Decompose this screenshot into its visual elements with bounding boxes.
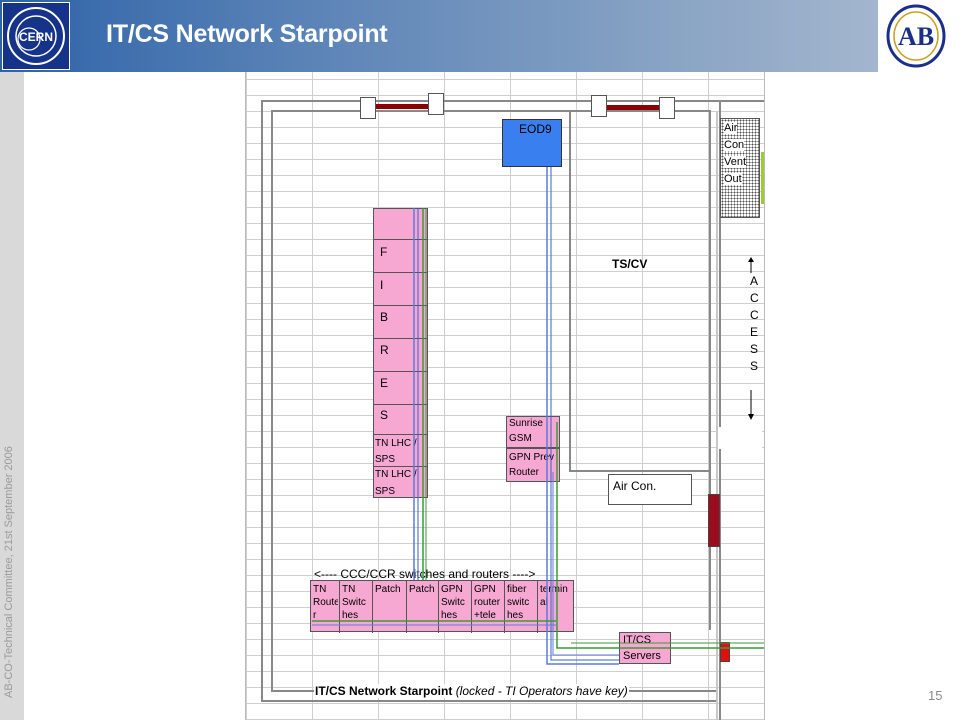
access-letter: A: [750, 274, 759, 288]
rack-divider: [373, 305, 428, 306]
access-arrow-down-icon: [746, 390, 756, 420]
caption-bold: IT/CS Network Starpoint: [315, 684, 453, 698]
cern-logo: CERN: [2, 2, 70, 70]
rack-divider: [373, 338, 428, 339]
floor-plan-diagram: EOD9 Air Con Vent Out TS/CV A C C E S S …: [245, 72, 765, 720]
wall-bottom: [261, 700, 716, 702]
rack-divider: [373, 434, 428, 435]
wall-left-inner: [271, 110, 273, 692]
fibres-letter: S: [380, 408, 389, 422]
blue-cable: [552, 472, 619, 656]
door-frame: [360, 97, 376, 119]
blue-cable: [550, 167, 619, 661]
tn-lhc-sps-label: TN LHC /: [375, 469, 417, 480]
tscv-room-wall-h: [569, 470, 711, 472]
green-cable: [556, 422, 764, 649]
fibres-letter: E: [380, 376, 389, 390]
slide-header: CERN IT/CS Network Starpoint AB: [0, 0, 960, 72]
page-number: 15: [928, 688, 943, 703]
access-letter: S: [750, 359, 759, 373]
door-right: [607, 105, 659, 110]
vent-label-line: Con: [724, 139, 745, 151]
wall-top: [261, 100, 764, 102]
door-post: [718, 427, 762, 449]
rack-divider: [373, 239, 428, 240]
access-arrow-up-icon: [746, 257, 756, 273]
rack-divider: [373, 466, 428, 467]
ts-cv-label: TS/CV: [612, 257, 648, 271]
vent-label-line: Out: [724, 173, 742, 185]
wall-right-c: [716, 112, 718, 720]
wall-right-a: [709, 110, 711, 630]
blue-cable: [546, 167, 619, 665]
tscv-room-wall-v: [569, 112, 571, 472]
tn-lhc-sps-label: SPS: [375, 486, 396, 497]
vent-label-line: Air: [724, 122, 738, 134]
ccc-cell: Patch: [373, 581, 407, 633]
gpn-prev-label: GPN Prev: [509, 452, 555, 463]
ab-logo: AB: [878, 0, 960, 72]
wall-right-b: [719, 100, 721, 720]
fibres-letter: F: [380, 245, 388, 259]
door-frame: [591, 95, 607, 117]
fibres-letter: R: [380, 343, 389, 357]
cern-logo-text: CERN: [19, 30, 53, 44]
vent-label-line: Vent: [724, 156, 747, 168]
wall-left: [261, 100, 263, 700]
caption-italic: (locked - TI Operators have key): [455, 684, 628, 698]
red-cabinet: [708, 494, 720, 547]
tn-lhc-sps-label: TN LHC /: [375, 438, 417, 449]
sunrise-label: Sunrise: [509, 418, 543, 429]
fibres-letter: B: [380, 310, 389, 324]
rack-divider: [373, 371, 428, 372]
door-left: [376, 104, 428, 109]
eod9-label: EOD9: [519, 122, 552, 136]
starpoint-caption: IT/CS Network Starpoint (locked - TI Ope…: [314, 684, 629, 698]
ccc-ccr-header: <---- CCC/CCR switches and routers ---->: [314, 567, 536, 581]
router-label: Router: [509, 467, 540, 478]
page-title: IT/CS Network Starpoint: [106, 20, 388, 48]
access-letter: C: [750, 308, 759, 322]
eod9-box: EOD9: [502, 119, 562, 167]
door-frame: [428, 93, 444, 115]
ccc-cell: Patch: [407, 581, 439, 633]
access-letter: E: [750, 325, 759, 339]
door-frame: [659, 97, 675, 119]
ab-logo-text: AB: [898, 22, 934, 51]
fibres-letter: I: [380, 278, 384, 292]
rack-divider: [373, 272, 428, 273]
vent-green-edge: [761, 152, 764, 204]
fibres-rack: [373, 208, 428, 498]
left-sidebar-strip: [0, 72, 24, 720]
access-letter: C: [750, 291, 759, 305]
tn-lhc-sps-label: SPS: [375, 454, 396, 465]
rack-divider: [373, 404, 428, 405]
network-cables: [312, 167, 764, 665]
servers-label: Servers: [623, 650, 661, 662]
air-con-box: Air Con.: [608, 474, 692, 505]
air-con-vent-out-box: Air Con Vent Out: [720, 118, 760, 218]
gsm-label: GSM: [509, 433, 532, 444]
access-letter: S: [750, 342, 759, 356]
wall-top-inner: [271, 110, 711, 112]
footer-committee-text: AB-CO-Technical Committee, 21st Septembe…: [3, 446, 15, 698]
air-con-label: Air Con.: [613, 479, 657, 493]
